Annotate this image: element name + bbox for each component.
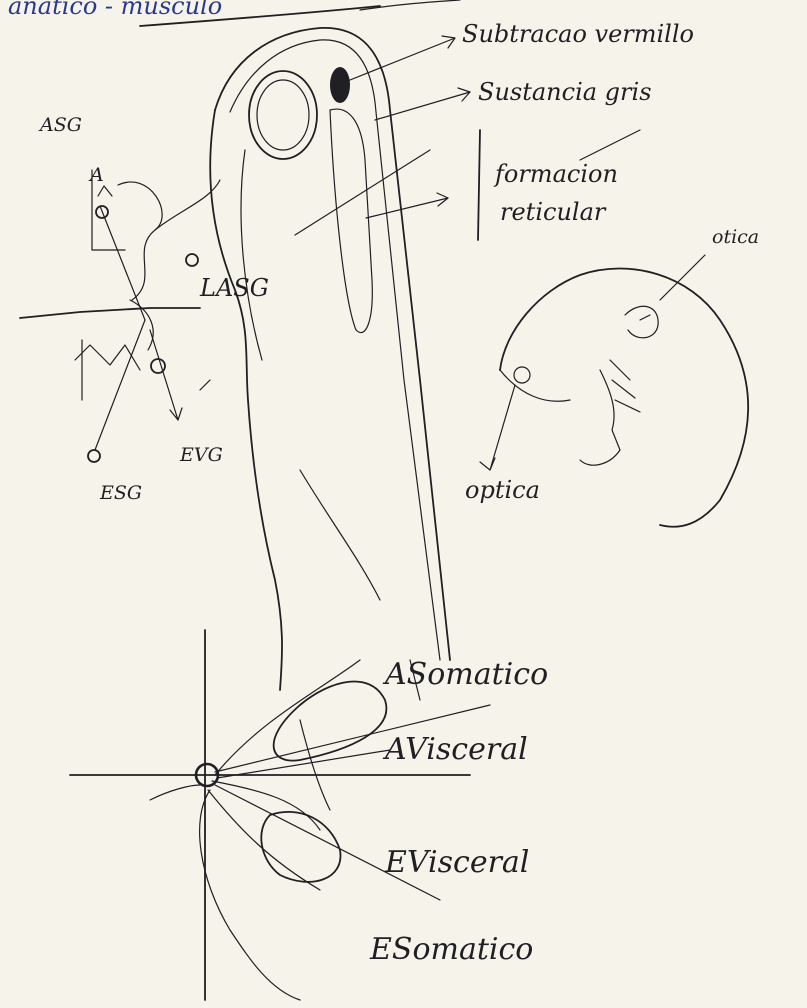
label-substance-gris: Sustancia gris — [478, 80, 652, 104]
label-formacion: formacion — [495, 162, 618, 186]
label-otica: otica — [712, 228, 759, 247]
label-evisceral: EVisceral — [385, 848, 529, 878]
dark-nucleus-dot — [330, 67, 350, 103]
label-esg: ESG — [100, 484, 142, 503]
reticular-formation-hatch — [330, 109, 372, 332]
label-esomatico: ESomatico — [370, 935, 533, 965]
label-avisceral: AVisceral — [385, 735, 528, 765]
brainstem-outline — [210, 28, 450, 690]
label-a-mark: A — [90, 166, 104, 185]
label-asg: ASG — [40, 116, 82, 135]
header-fragment-text: anatico - musculo — [8, 0, 222, 18]
label-asomatico: ASomatico — [385, 660, 548, 690]
label-evg: EVG — [180, 446, 223, 465]
label-optica: optica — [465, 478, 540, 502]
label-subtraction-vermillo: Subtracao vermillo — [462, 22, 694, 46]
left-section-diagram — [20, 170, 220, 462]
label-reticular: reticular — [500, 200, 605, 224]
oval-nucleus — [249, 71, 317, 159]
label-lasg: LASG — [200, 276, 269, 300]
